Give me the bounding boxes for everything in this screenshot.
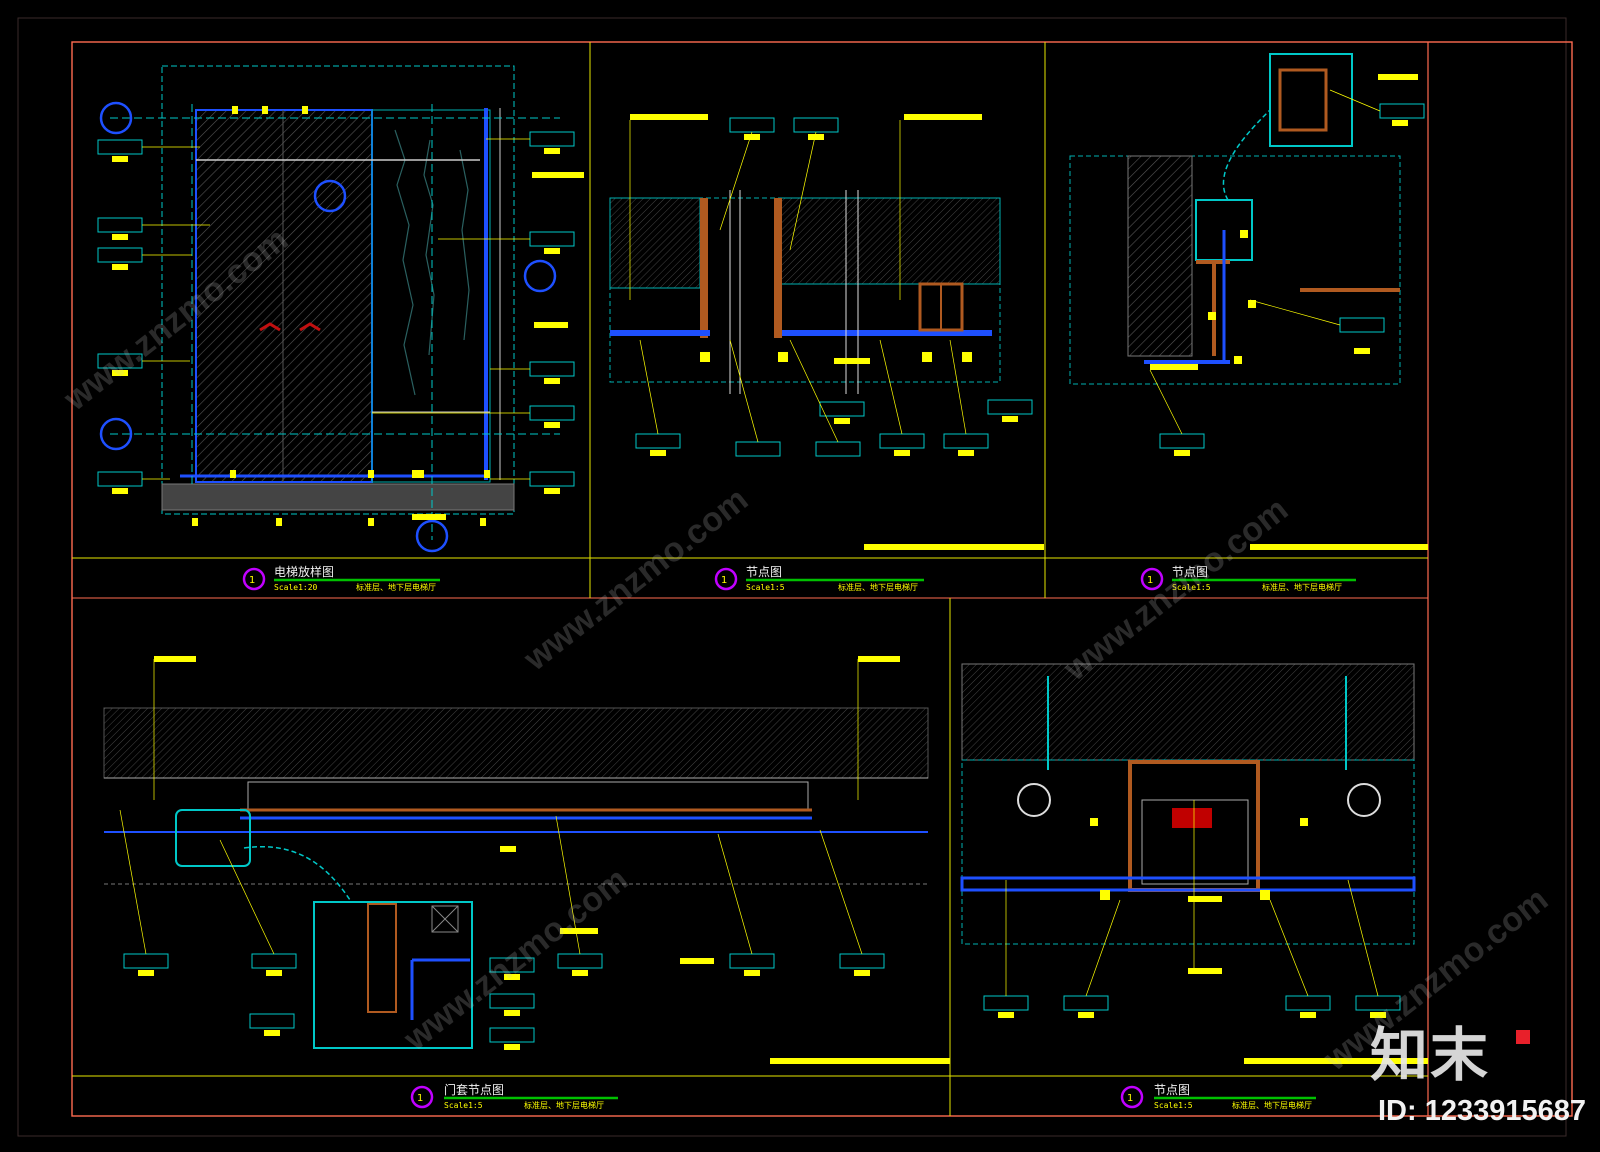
panel-node-detail-2 [1069, 53, 1428, 550]
panel-title-node-3: 1 节点图 Scale1:5 标准层、地下层电梯厅 [1120, 1083, 1316, 1110]
panel-note: 标准层、地下层电梯厅 [1232, 1100, 1312, 1110]
panel-title: 门套节点图 [444, 1082, 504, 1097]
svg-text:1: 1 [417, 1093, 423, 1104]
asset-id: ID: 1233915687 [1378, 1095, 1586, 1127]
sheet-border [71, 41, 1573, 1117]
svg-text:1: 1 [1127, 1093, 1133, 1104]
svg-text:1: 1 [1147, 575, 1153, 586]
panel-title-door-frame: 1 门套节点图 Scale1:5 标准层、地下层电梯厅 [410, 1082, 618, 1110]
panel-title-elevator-layout: 1 电梯放样图 Scale1:20 标准层、地下层电梯厅 [242, 564, 440, 592]
panel-title: 节点图 [746, 565, 782, 579]
panel-node-detail-1 [609, 114, 1044, 550]
panel-scale: Scale1:5 [1172, 583, 1211, 592]
panel-title: 节点图 [1172, 565, 1208, 579]
brand-logo: 知末 [1370, 1021, 1491, 1089]
svg-text:1: 1 [721, 575, 727, 586]
panel-note: 标准层、地下层电梯厅 [1262, 582, 1342, 592]
logo-dot-icon [1516, 1030, 1530, 1044]
panel-scale: Scale1:5 [1154, 1101, 1193, 1110]
panel-note: 标准层、地下层电梯厅 [838, 582, 918, 592]
sheet-outer-frame [17, 17, 1567, 1137]
panel-title: 电梯放样图 [274, 564, 334, 579]
svg-text:1: 1 [249, 575, 255, 586]
panel-note: 标准层、地下层电梯厅 [356, 582, 436, 592]
panel-title-node-1: 1 节点图 Scale1:5 标准层、地下层电梯厅 [714, 565, 924, 592]
panel-node-detail-3 [960, 663, 1428, 1064]
panel-note: 标准层、地下层电梯厅 [524, 1100, 604, 1110]
panel-elevator-layout [97, 65, 584, 553]
panel-title: 节点图 [1154, 1083, 1190, 1097]
panel-title-node-2: 1 节点图 Scale1:5 标准层、地下层电梯厅 [1140, 565, 1356, 592]
panel-scale: Scale1:5 [444, 1101, 483, 1110]
panel-grid [72, 42, 1428, 1116]
panel-door-frame-detail [103, 656, 950, 1064]
panel-scale: Scale1:5 [746, 583, 785, 592]
panel-scale: Scale1:20 [274, 583, 318, 592]
